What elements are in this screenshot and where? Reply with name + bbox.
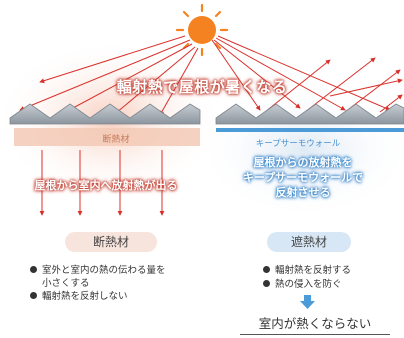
- left-bullet-1: 室外と室内の熱の伝わる量を: [30, 264, 166, 277]
- pill-insulation: 断熱材: [65, 232, 157, 252]
- right-bullet-1: 輻射熱を反射する: [263, 264, 351, 277]
- insulation-bar: [14, 128, 200, 146]
- heat-out-text: 屋根から室内へ放射熱が出る: [34, 179, 178, 192]
- keep-thermo-label: キープサーモウォール: [255, 139, 341, 149]
- keep-reflect-text: 屋根からの放射熱を キープサーモウォールで 反射させる: [242, 156, 364, 199]
- pill-heat-shield: 遮熱材: [267, 232, 351, 252]
- left-bullet-1-cont: 小さくする: [42, 278, 90, 289]
- right-bullet-2: 熱の侵入を防ぐ: [263, 278, 342, 291]
- keep-thermo-wall: [216, 128, 404, 132]
- insulation-label: 断熱材: [102, 135, 130, 145]
- sun-icon: [175, 3, 229, 57]
- roof-right: [215, 103, 404, 125]
- headline: 輻射熱で屋根が暑くなる: [116, 78, 288, 96]
- result-text: 室内が熱くならない: [240, 313, 390, 335]
- down-arrow-icon: [300, 295, 315, 309]
- left-bullet-2: 輻射熱を反射しない: [30, 290, 128, 303]
- roof-left: [9, 103, 201, 125]
- heat-arrows-down: [39, 150, 165, 216]
- sun-rays-left: [19, 35, 199, 119]
